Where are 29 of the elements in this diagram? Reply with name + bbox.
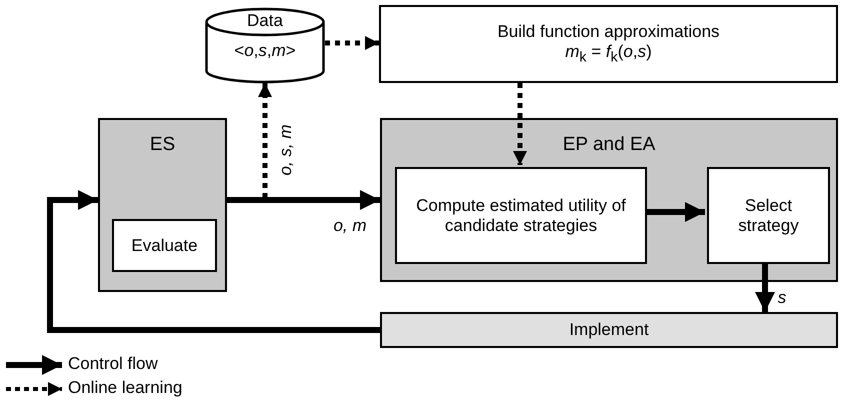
node-text: m$_{k}$ = f$_{k}$(o,s) <box>564 42 653 66</box>
database-cylinder <box>205 5 325 83</box>
arrow <box>227 190 380 210</box>
process-box <box>707 167 830 264</box>
node-text: <o,s,m> <box>233 40 297 60</box>
process-box <box>112 219 217 272</box>
node-title: Evaluate <box>130 236 199 256</box>
group-box <box>380 118 838 282</box>
arrow <box>325 36 379 50</box>
edge-label: o, m <box>333 216 367 236</box>
edge-label: o, s, m <box>276 124 296 176</box>
node-title: Compute estimated utility of candidate strategies <box>415 196 627 236</box>
process-bar <box>380 312 838 348</box>
group-box <box>98 118 227 292</box>
arrow <box>47 190 380 333</box>
node-title: ES <box>148 134 176 156</box>
arrow <box>755 262 775 312</box>
process-box <box>379 5 838 83</box>
edge-label: s <box>778 288 786 308</box>
node-title: EP and EA <box>562 134 656 156</box>
process-box <box>395 167 647 264</box>
arrow <box>513 83 527 165</box>
legend-text: Online learning <box>68 378 182 398</box>
node-title: Build function approximations <box>496 22 721 42</box>
arrow <box>645 202 705 222</box>
legend-text: Control flow <box>68 354 158 374</box>
node-title: Data <box>246 11 284 31</box>
node-title: Select strategy <box>737 196 800 236</box>
node-title: Implement <box>568 320 650 340</box>
